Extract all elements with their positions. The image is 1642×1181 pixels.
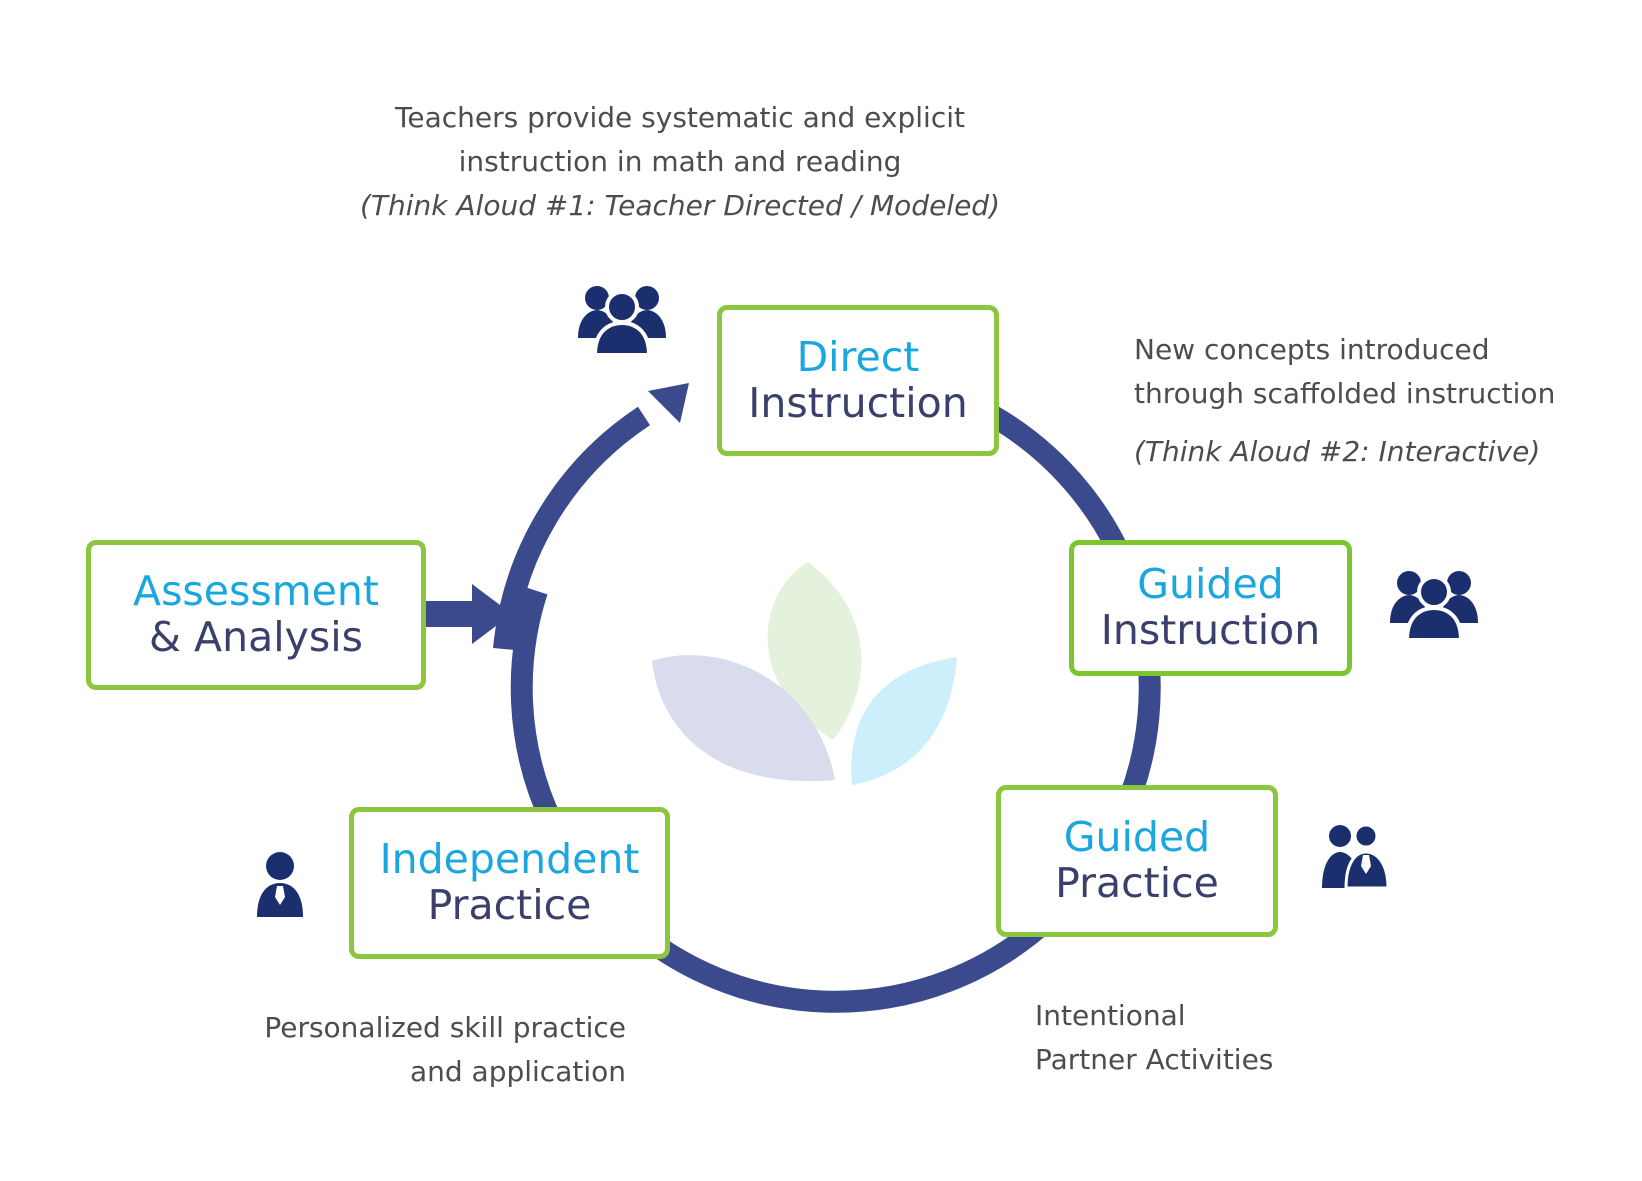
description-line: through scaffolded instruction — [1134, 377, 1556, 410]
stage-title-accent: Assessment — [133, 567, 379, 616]
stage-title-main: Practice — [1055, 859, 1219, 907]
description-direct-instruction: Teachers provide systematic and explicit… — [280, 96, 1080, 228]
leaf-blue — [851, 657, 957, 785]
description-line: Teachers provide systematic and explicit — [395, 101, 965, 134]
stage-title-accent: Guided — [1137, 560, 1284, 609]
stage-direct-instruction: Direct Instruction — [717, 305, 999, 456]
group-icon — [578, 286, 666, 357]
stage-title-main: Practice — [427, 881, 592, 929]
stage-title-accent: Guided — [1063, 813, 1211, 862]
description-line: instruction in math and reading — [458, 145, 902, 178]
description-line: Partner Activities — [1035, 1043, 1274, 1076]
stage-guided-practice: Guided Practice — [996, 785, 1278, 937]
assessment-arrow — [425, 584, 512, 644]
leaf-green — [767, 562, 862, 740]
description-independent-practice: Personalized skill practice and applicat… — [226, 1006, 626, 1094]
description-line: and application — [409, 1055, 626, 1088]
description-line: Intentional — [1035, 999, 1186, 1032]
pair-icon — [1322, 823, 1390, 890]
description-line: New concepts introduced — [1134, 333, 1490, 366]
description-guided-practice: Intentional Partner Activities — [1035, 994, 1435, 1082]
stage-title-main: Instruction — [1100, 606, 1321, 654]
cycle-arrowhead — [648, 383, 689, 423]
description-guided-instruction: New concepts introduced through scaffold… — [1134, 328, 1614, 474]
person-icon — [257, 852, 303, 917]
description-note: (Think Aloud #1: Teacher Directed / Mode… — [360, 189, 1000, 222]
leaf-purple — [652, 655, 835, 782]
description-line: Personalized skill practice — [264, 1011, 626, 1044]
stage-guided-instruction: Guided Instruction — [1069, 540, 1352, 676]
stage-title-main: Instruction — [748, 378, 968, 427]
group-icon — [1390, 571, 1478, 642]
description-note: (Think Aloud #2: Interactive) — [1134, 435, 1541, 468]
stage-independent-practice: Independent Practice — [349, 807, 670, 959]
stage-title-main: & Analysis — [149, 613, 363, 661]
stage-title-accent: Independent — [379, 835, 640, 884]
cycle-ring-upper-left — [493, 406, 651, 651]
stage-assessment-analysis: Assessment & Analysis — [86, 540, 426, 690]
stage-title-accent: Direct — [796, 332, 920, 381]
